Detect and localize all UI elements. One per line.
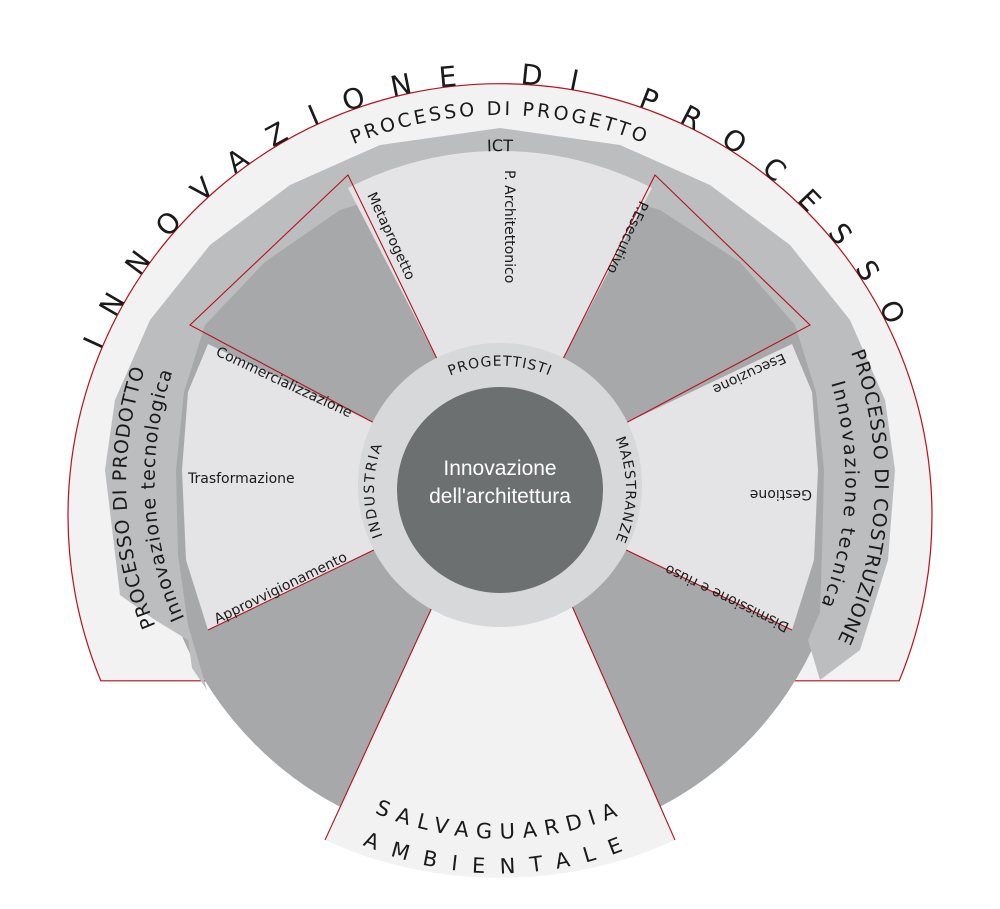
divider-lines	[189, 174, 811, 841]
top-sector-subtitle: ICT	[487, 136, 514, 155]
right-item-gestione: Gestione	[750, 486, 812, 502]
wedge-top	[348, 150, 652, 365]
top-item-architettonico: P. Architettonico	[501, 170, 517, 283]
wedge-right	[622, 344, 818, 630]
actor-left-label: INDUSTRIA	[362, 440, 387, 540]
center-title-line1: Innovazione	[443, 457, 556, 480]
mid-ring-band	[105, 128, 895, 690]
wedge-left	[182, 344, 378, 630]
center-title-line2: dell'architettura	[429, 485, 571, 508]
left-item-trasformazione: Trasformazione	[187, 471, 295, 487]
wedge-bottom	[325, 590, 675, 878]
core-circle	[397, 387, 603, 593]
